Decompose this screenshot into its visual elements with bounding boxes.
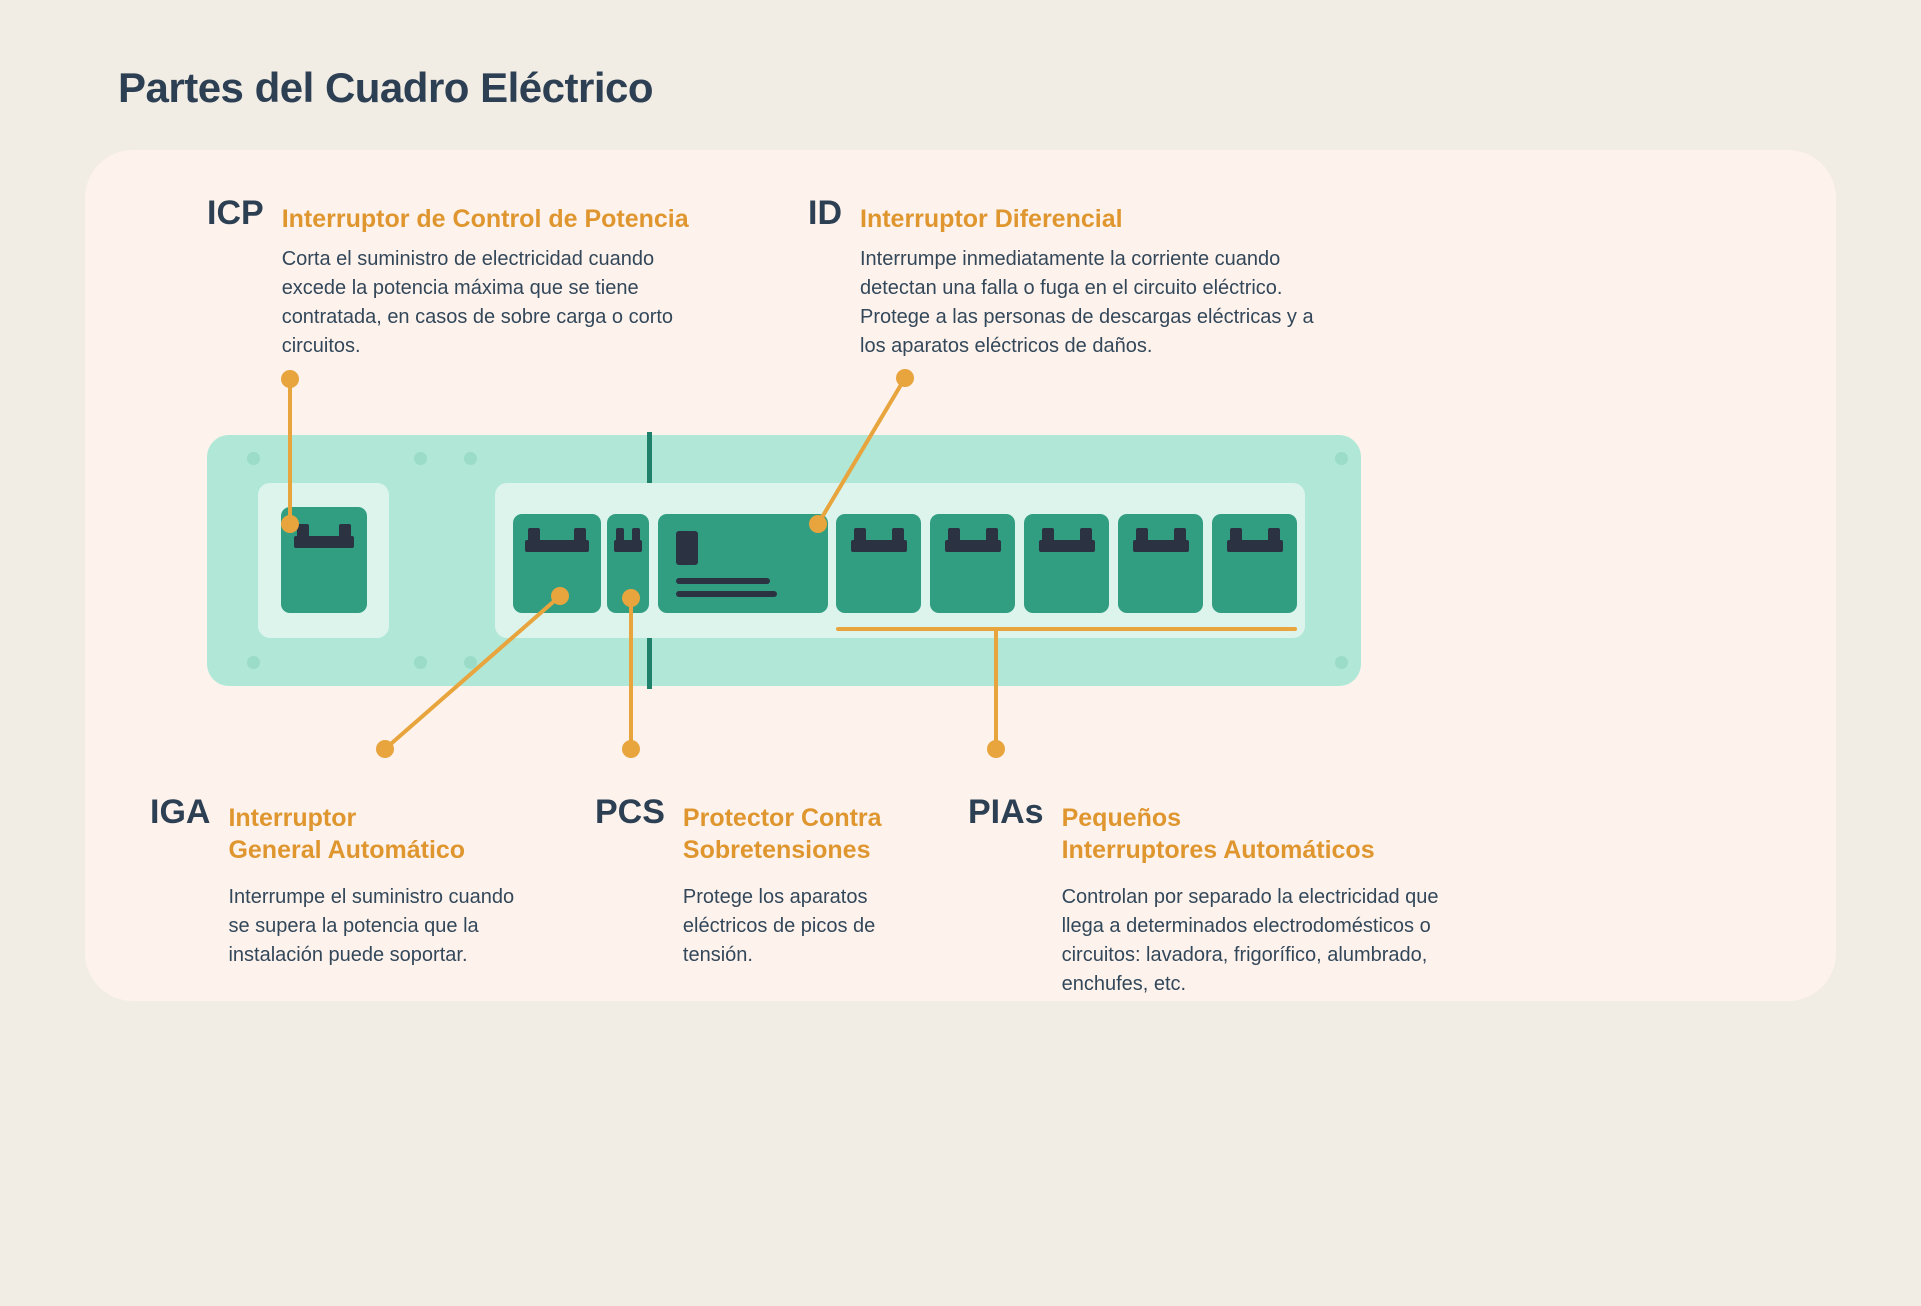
pias-label: PIAs Pequeños Interruptores Automáticos … <box>968 793 1442 999</box>
iga-breaker <box>513 514 601 613</box>
pcs-description: Protege los aparatos eléctricos de picos… <box>682 886 876 966</box>
iga-title-line: Interruptor <box>228 804 357 832</box>
id-abbr: ID <box>808 194 842 232</box>
iga-label: IGA Interruptor General Automático Inter… <box>150 793 528 970</box>
pias-abbr: PIAs <box>968 793 1044 831</box>
panel-screw <box>464 656 477 669</box>
breaker-label-line <box>676 591 777 597</box>
main-section <box>495 483 1305 638</box>
pias-title: Pequeños Interruptores Automáticos <box>1062 802 1442 866</box>
panel-screw <box>1335 452 1348 465</box>
id-description: Interrumpe inmediatamente la corriente c… <box>860 248 1314 357</box>
id-breaker <box>658 514 828 613</box>
icp-abbr: ICP <box>207 194 264 232</box>
id-title: Interruptor Diferencial <box>860 205 1123 233</box>
pia-breaker <box>1024 514 1109 613</box>
pcs-title-line: Protector Contra <box>682 804 882 832</box>
pcs-title-line: Sobretensiones <box>682 836 871 864</box>
breaker-switch-icon <box>1226 528 1283 552</box>
breaker-switch-icon <box>1132 528 1189 552</box>
panel-screw <box>414 656 427 669</box>
breaker-switch-icon <box>294 524 354 548</box>
breaker-switch-icon <box>850 528 907 552</box>
icp-label: ICP Interruptor de Control de Potencia C… <box>207 194 689 361</box>
pcs-breaker <box>607 514 649 613</box>
pcs-abbr: PCS <box>595 793 665 831</box>
pias-title-line: Pequeños <box>1061 804 1182 832</box>
pia-breaker <box>1118 514 1203 613</box>
pias-title-line: Interruptores Automáticos <box>1061 836 1375 864</box>
icp-title: Interruptor de Control de Potencia <box>281 205 689 233</box>
pia-breaker <box>1212 514 1297 613</box>
iga-abbr: IGA <box>150 793 211 831</box>
icp-description: Corta el suministro de electricidad cuan… <box>281 248 674 357</box>
pcs-label: PCS Protector Contra Sobretensiones Prot… <box>595 793 893 970</box>
pcs-title: Protector Contra Sobretensiones <box>683 802 893 866</box>
breaker-switch-icon <box>944 528 1001 552</box>
iga-description: Interrumpe el suministro cuando se super… <box>228 886 515 966</box>
electrical-panel <box>207 432 1361 689</box>
pia-underline <box>836 627 1297 631</box>
breaker-switch-icon <box>1038 528 1095 552</box>
page-title: Partes del Cuadro Eléctrico <box>118 64 654 111</box>
pia-breaker <box>930 514 1015 613</box>
iga-title: Interruptor General Automático <box>228 802 528 866</box>
panel-screw <box>1335 656 1348 669</box>
breaker-label-line <box>676 578 770 584</box>
panel-screw <box>464 452 477 465</box>
breaker-switch-icon <box>614 528 642 552</box>
breaker-switch-icon <box>525 528 589 552</box>
breaker-label-chip <box>676 531 698 565</box>
panel-screw <box>247 452 260 465</box>
iga-title-line: General Automático <box>228 836 466 864</box>
pia-breaker <box>836 514 921 613</box>
icp-section <box>258 483 389 638</box>
pias-description: Controlan por separado la electricidad q… <box>1061 886 1439 995</box>
panel-screw <box>414 452 427 465</box>
panel-screw <box>247 656 260 669</box>
icp-breaker <box>281 507 367 613</box>
id-label: ID Interruptor Diferencial Interrumpe in… <box>808 194 1320 361</box>
